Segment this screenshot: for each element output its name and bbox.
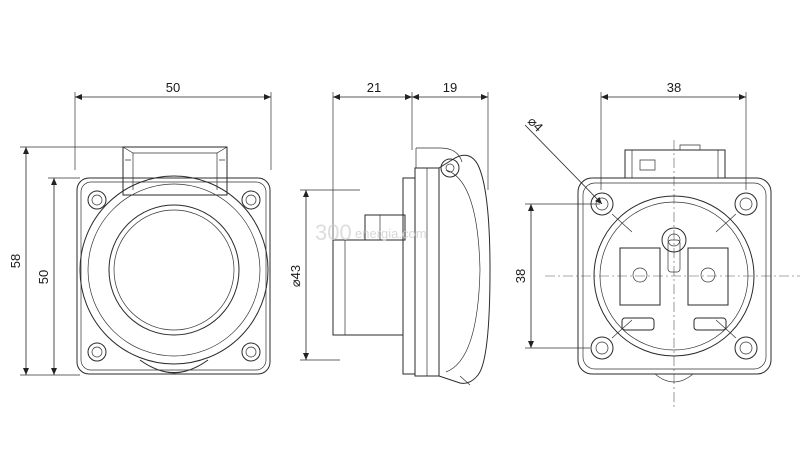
- front-lid-tab: [139, 359, 209, 373]
- front-height-inner-label: 50: [36, 270, 51, 284]
- rear-slot-left: [621, 317, 655, 331]
- front-mounting-holes: [87, 190, 261, 362]
- front-lid-outer: [79, 175, 269, 365]
- rear-mounting-holes: [590, 192, 758, 360]
- side-lid: [438, 154, 491, 384]
- watermark: 300 energia.com: [315, 220, 427, 245]
- rear-width-label: 38: [667, 80, 681, 95]
- side-flange: [402, 177, 416, 375]
- side-terminal: [364, 214, 406, 241]
- side-rear-body: [332, 239, 404, 336]
- front-flange: [76, 177, 271, 375]
- hole-diameter-label: ⌀4: [525, 114, 546, 135]
- front-lid-center: [113, 209, 235, 331]
- front-width-label: 50: [166, 80, 180, 95]
- watermark-number: 300: [315, 220, 352, 245]
- rear-top-block: [624, 149, 726, 178]
- side-hinge: [440, 158, 460, 178]
- front-hinge: [122, 146, 228, 196]
- watermark-brand: energia.com: [355, 226, 427, 241]
- side-diameter-label: ⌀43: [288, 265, 303, 287]
- rear-height-label: 38: [513, 269, 528, 283]
- front-view: 50 58 50: [8, 80, 272, 376]
- side-front-depth-label: 19: [443, 80, 457, 95]
- side-rear-depth-label: 21: [367, 80, 381, 95]
- rear-slot-right: [693, 317, 727, 331]
- rear-earth-terminal: [661, 227, 687, 253]
- rear-view: 38 38 ⌀4: [513, 80, 800, 410]
- rear-body-circle: [593, 195, 755, 357]
- rear-flange: [577, 177, 772, 375]
- side-view: 21 19 ⌀43: [288, 80, 491, 386]
- rear-terminal-right: [687, 247, 729, 306]
- rear-terminal-left: [619, 247, 661, 306]
- hole-diameter-leader: [524, 124, 603, 205]
- front-height-outer-label: 58: [8, 254, 23, 268]
